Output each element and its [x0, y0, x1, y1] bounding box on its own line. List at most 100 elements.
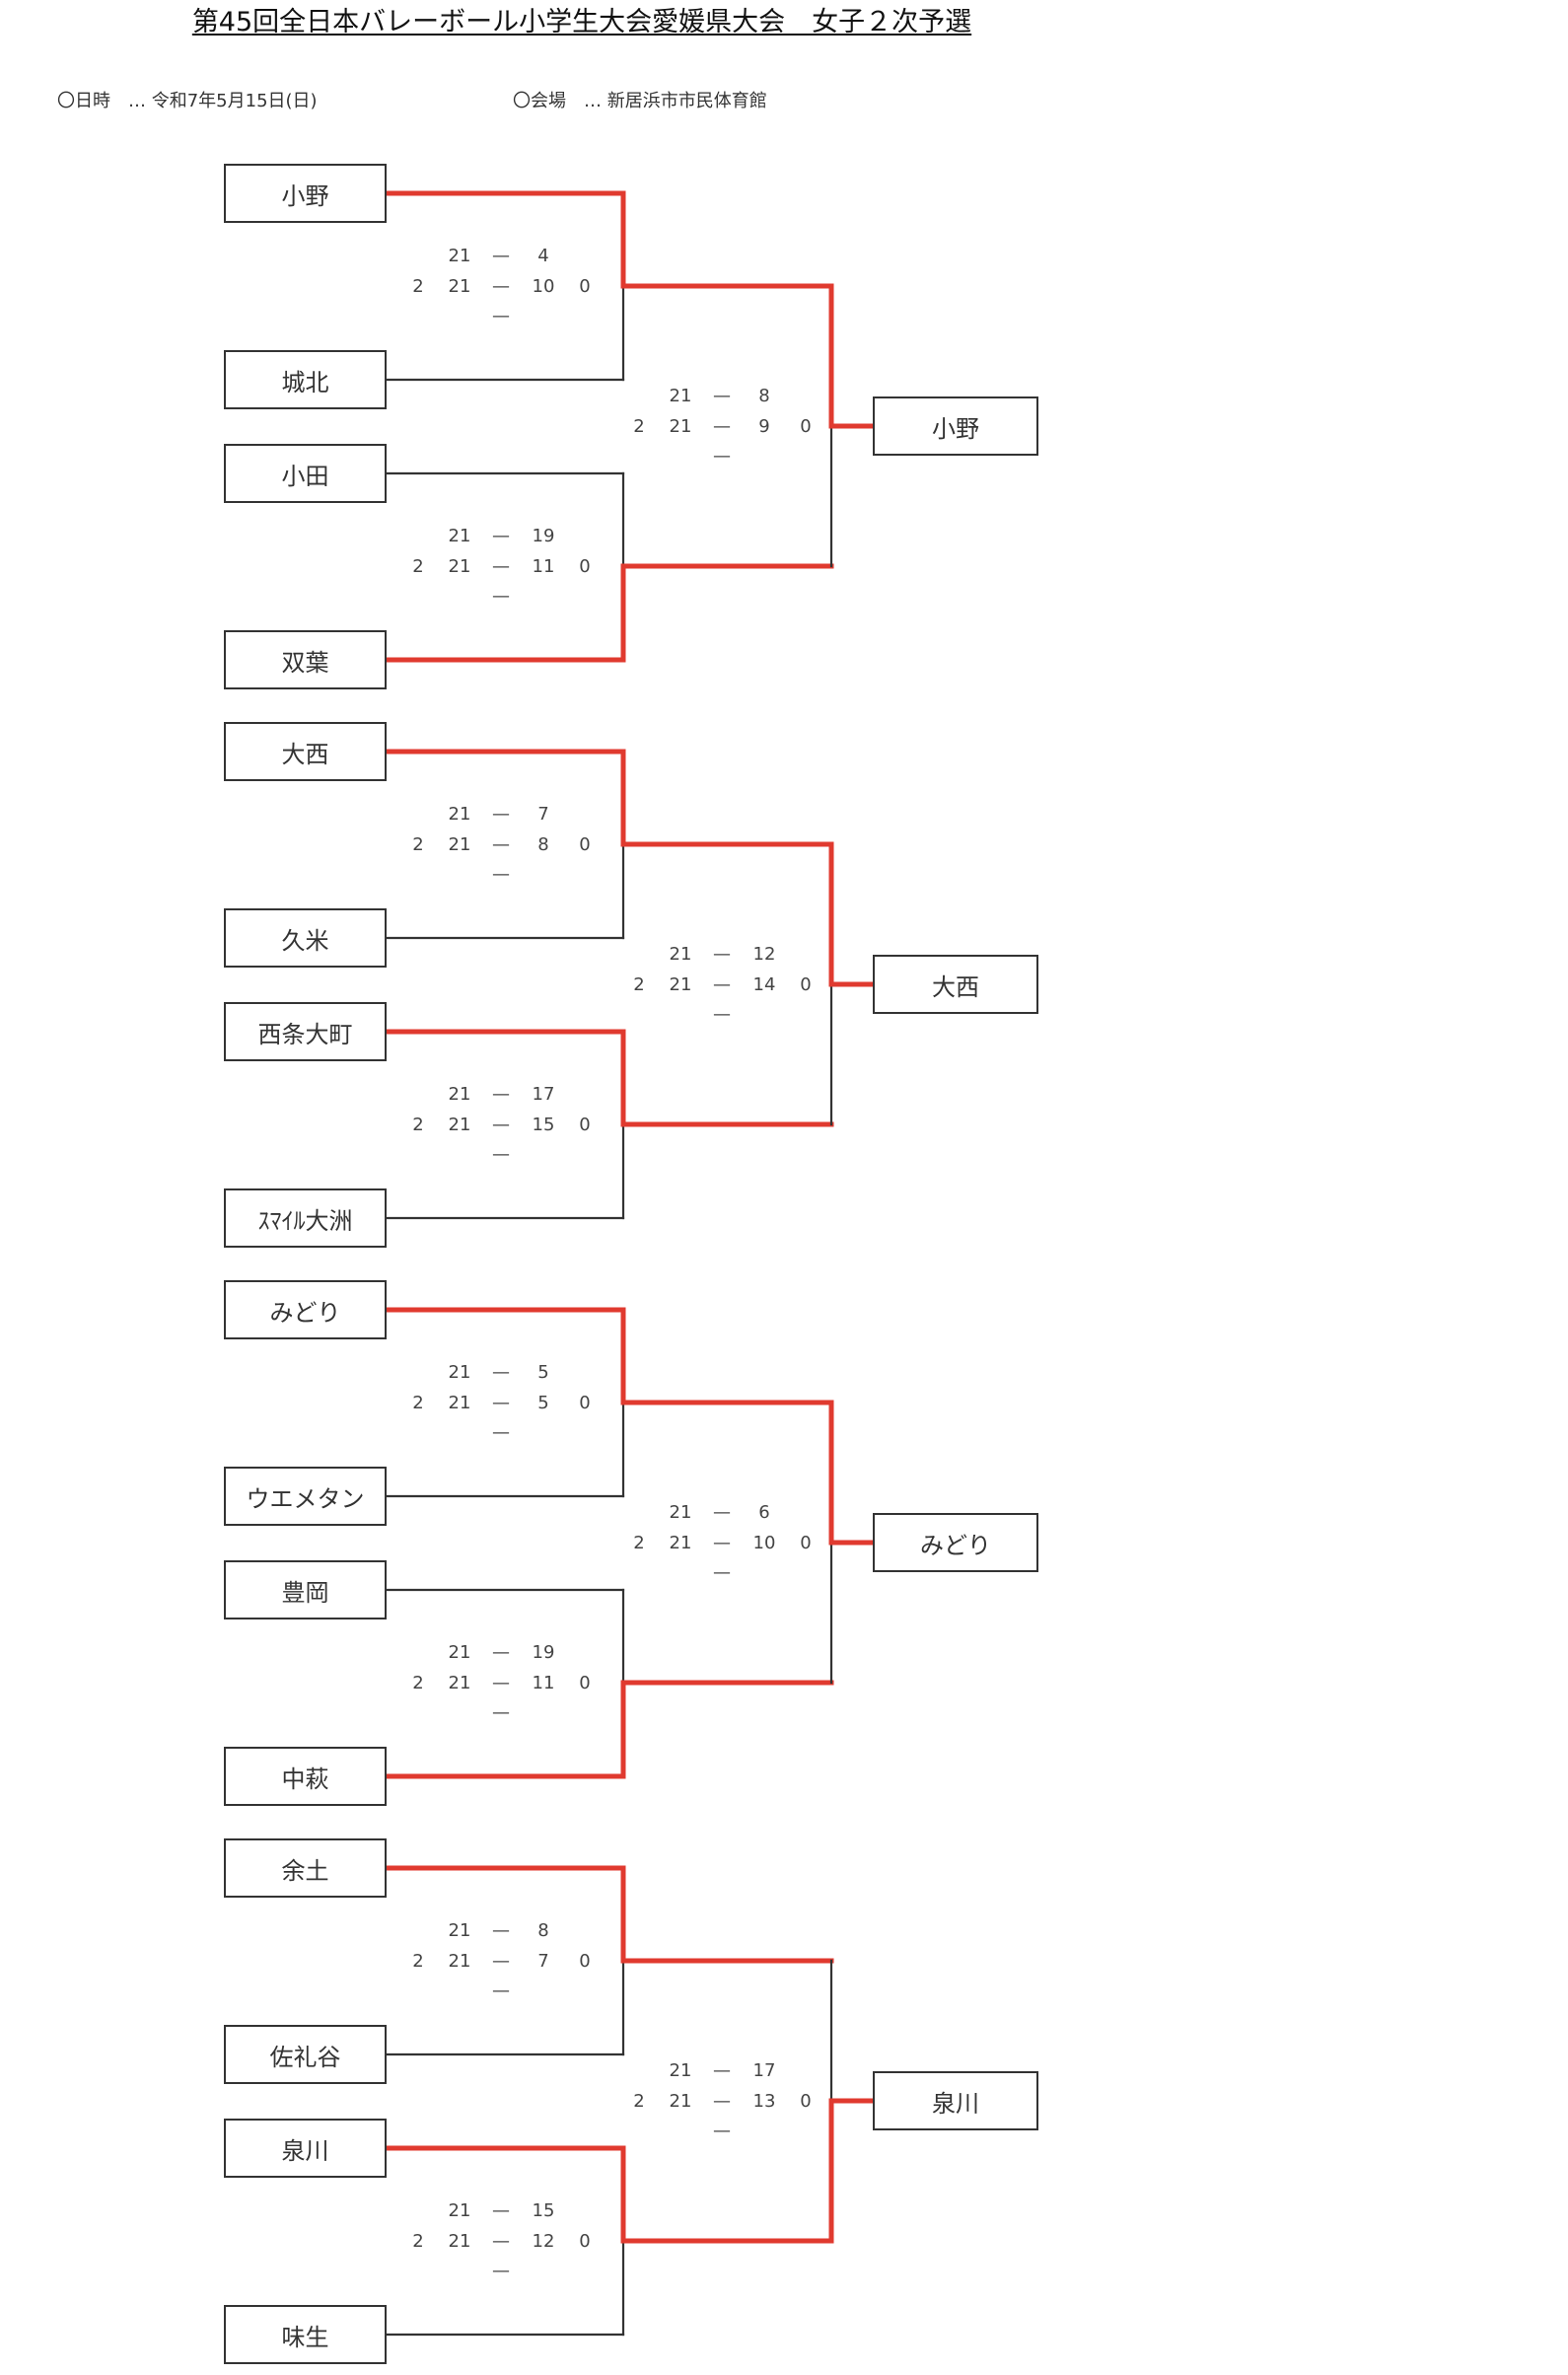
sets-won-a: 2 — [412, 834, 424, 855]
set1-score-b: 19 — [532, 526, 555, 546]
score-dash: — — [492, 1144, 510, 1165]
set1-score-b: 7 — [537, 804, 549, 825]
score-dash: — — [492, 2200, 510, 2221]
team-name: みどり — [269, 1298, 341, 1327]
set2-score-a: 21 — [669, 2091, 692, 2112]
score-dash: — — [492, 1084, 510, 1105]
set1-score-b: 6 — [758, 1502, 770, 1523]
set2-score-b: 10 — [752, 1533, 776, 1553]
set2-score-b: 11 — [532, 556, 555, 577]
set1-score-b: 17 — [532, 1084, 555, 1105]
score-dash: — — [713, 386, 731, 406]
score-dash: — — [492, 1115, 510, 1135]
score-dash: — — [492, 276, 510, 297]
set2-score-b: 7 — [537, 1951, 549, 1972]
set2-score-b: 9 — [758, 416, 770, 437]
set2-score-a: 21 — [669, 416, 692, 437]
team-box: 城北 — [224, 350, 387, 409]
score-dash: — — [492, 586, 510, 607]
team-name: ウエメタン — [246, 1484, 365, 1513]
score-dash: — — [492, 1951, 510, 1972]
set1-score-a: 21 — [448, 1362, 471, 1383]
score-dash: — — [713, 416, 731, 437]
set2-score-a: 21 — [669, 974, 692, 995]
set2-score-a: 21 — [448, 1951, 471, 1972]
score-dash: — — [492, 834, 510, 855]
set1-score-a: 21 — [669, 944, 692, 965]
sets-won-b: 0 — [800, 416, 812, 437]
team-box: 双葉 — [224, 630, 387, 689]
set1-score-b: 12 — [752, 944, 776, 965]
team-box: 小野 — [224, 164, 387, 223]
set1-score-b: 15 — [532, 2200, 555, 2221]
sets-won-b: 0 — [579, 1393, 591, 1413]
set2-score-a: 21 — [448, 556, 471, 577]
winner-box: 大西 — [873, 955, 1038, 1014]
team-name: 余土 — [281, 1856, 329, 1885]
score-dash: — — [713, 944, 731, 965]
sets-won-a: 2 — [412, 276, 424, 297]
team-name: 泉川 — [281, 2136, 329, 2165]
set1-score-b: 8 — [758, 386, 770, 406]
set1-score-a: 21 — [448, 1642, 471, 1663]
set1-score-b: 8 — [537, 1920, 549, 1941]
set1-score-b: 5 — [537, 1362, 549, 1383]
score-dash: — — [713, 1004, 731, 1025]
team-box: ｽﾏｲﾙ大洲 — [224, 1188, 387, 1248]
score-dash: — — [713, 974, 731, 995]
sets-won-b: 0 — [579, 1951, 591, 1972]
sets-won-a: 2 — [412, 1393, 424, 1413]
team-box: 余土 — [224, 1838, 387, 1898]
team-name: 西条大町 — [257, 1020, 353, 1048]
score-dash: — — [492, 306, 510, 326]
score-dash: — — [492, 1642, 510, 1663]
team-name: 豊岡 — [281, 1578, 329, 1607]
set1-score-b: 17 — [752, 2060, 776, 2081]
set2-score-a: 21 — [448, 2231, 471, 2252]
team-box: 中萩 — [224, 1747, 387, 1806]
team-name: 大西 — [281, 740, 329, 768]
team-name: 双葉 — [281, 648, 329, 677]
set2-score-a: 21 — [448, 1393, 471, 1413]
set2-score-b: 8 — [537, 834, 549, 855]
sets-won-b: 0 — [579, 2231, 591, 2252]
set2-score-b: 10 — [532, 276, 555, 297]
team-box: 佐礼谷 — [224, 2025, 387, 2084]
score-dash: — — [492, 1422, 510, 1443]
score-dash: — — [492, 864, 510, 885]
score-dash: — — [492, 1702, 510, 1723]
score-dash: — — [713, 2121, 731, 2141]
set1-score-a: 21 — [448, 2200, 471, 2221]
set2-score-b: 11 — [532, 1673, 555, 1693]
score-dash: — — [492, 556, 510, 577]
team-name: ｽﾏｲﾙ大洲 — [257, 1206, 353, 1235]
sets-won-a: 2 — [412, 1115, 424, 1135]
set2-score-b: 5 — [537, 1393, 549, 1413]
team-name: 久米 — [281, 926, 329, 955]
sets-won-b: 0 — [579, 1673, 591, 1693]
team-name: 中萩 — [281, 1764, 329, 1793]
team-name: 小野 — [932, 414, 979, 443]
score-dash: — — [713, 2091, 731, 2112]
set1-score-a: 21 — [669, 2060, 692, 2081]
page-title: 第45回全日本バレーボール小学生大会愛媛県大会 女子２次予選 — [191, 7, 972, 37]
set1-score-a: 21 — [448, 1084, 471, 1105]
sets-won-a: 2 — [412, 2231, 424, 2252]
team-box: みどり — [224, 1280, 387, 1339]
set2-score-a: 21 — [448, 1115, 471, 1135]
set1-score-b: 4 — [537, 246, 549, 266]
score-dash: — — [713, 446, 731, 467]
team-box: 大西 — [224, 722, 387, 781]
set1-score-b: 19 — [532, 1642, 555, 1663]
score-dash: — — [492, 804, 510, 825]
set2-score-b: 13 — [752, 2091, 776, 2112]
team-box: 久米 — [224, 908, 387, 968]
score-dash: — — [492, 1673, 510, 1693]
sets-won-b: 0 — [800, 1533, 812, 1553]
team-name: みどり — [920, 1531, 991, 1559]
set2-score-b: 14 — [752, 974, 776, 995]
team-box: 泉川 — [224, 2119, 387, 2178]
sets-won-a: 2 — [633, 416, 645, 437]
winner-box: みどり — [873, 1513, 1038, 1572]
